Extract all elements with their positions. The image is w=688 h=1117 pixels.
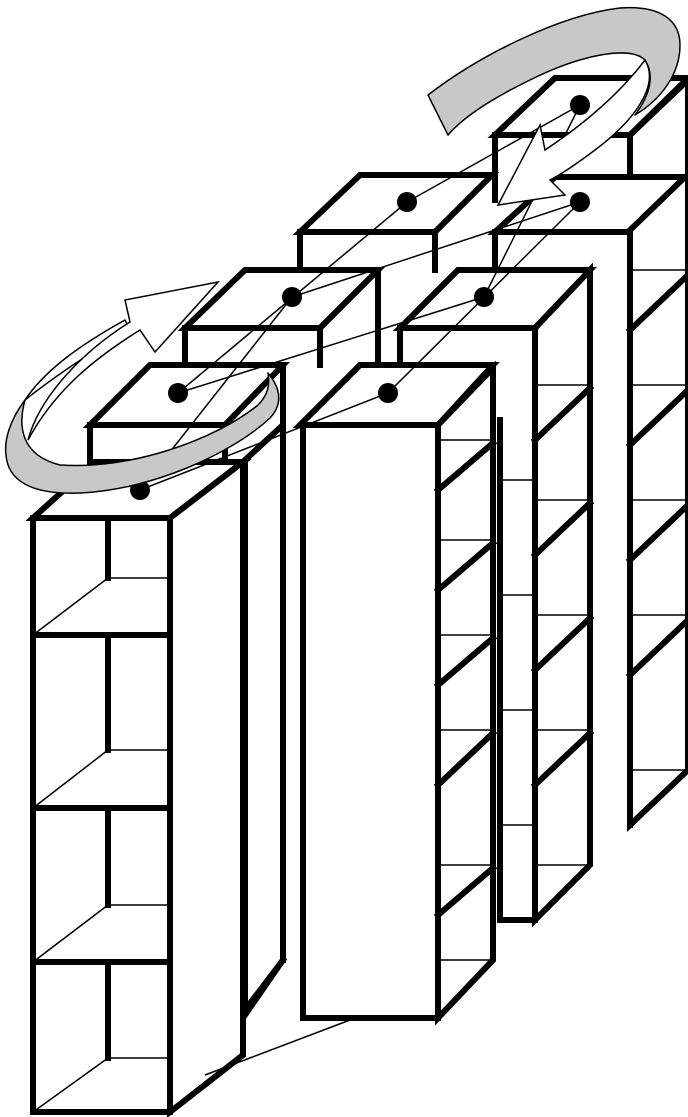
- column-front-middle: [300, 365, 493, 1018]
- column-rear-left: [300, 175, 492, 270]
- dot-middle-right: [474, 287, 494, 307]
- dot-rear-right: [570, 95, 590, 115]
- dot-rear-left: [397, 192, 417, 212]
- dot-back-right: [570, 192, 590, 212]
- dot-front-left-back: [168, 383, 188, 403]
- solid-front-face: [303, 425, 438, 1018]
- dot-front-middle: [378, 383, 398, 403]
- dot-middle-left: [282, 287, 302, 307]
